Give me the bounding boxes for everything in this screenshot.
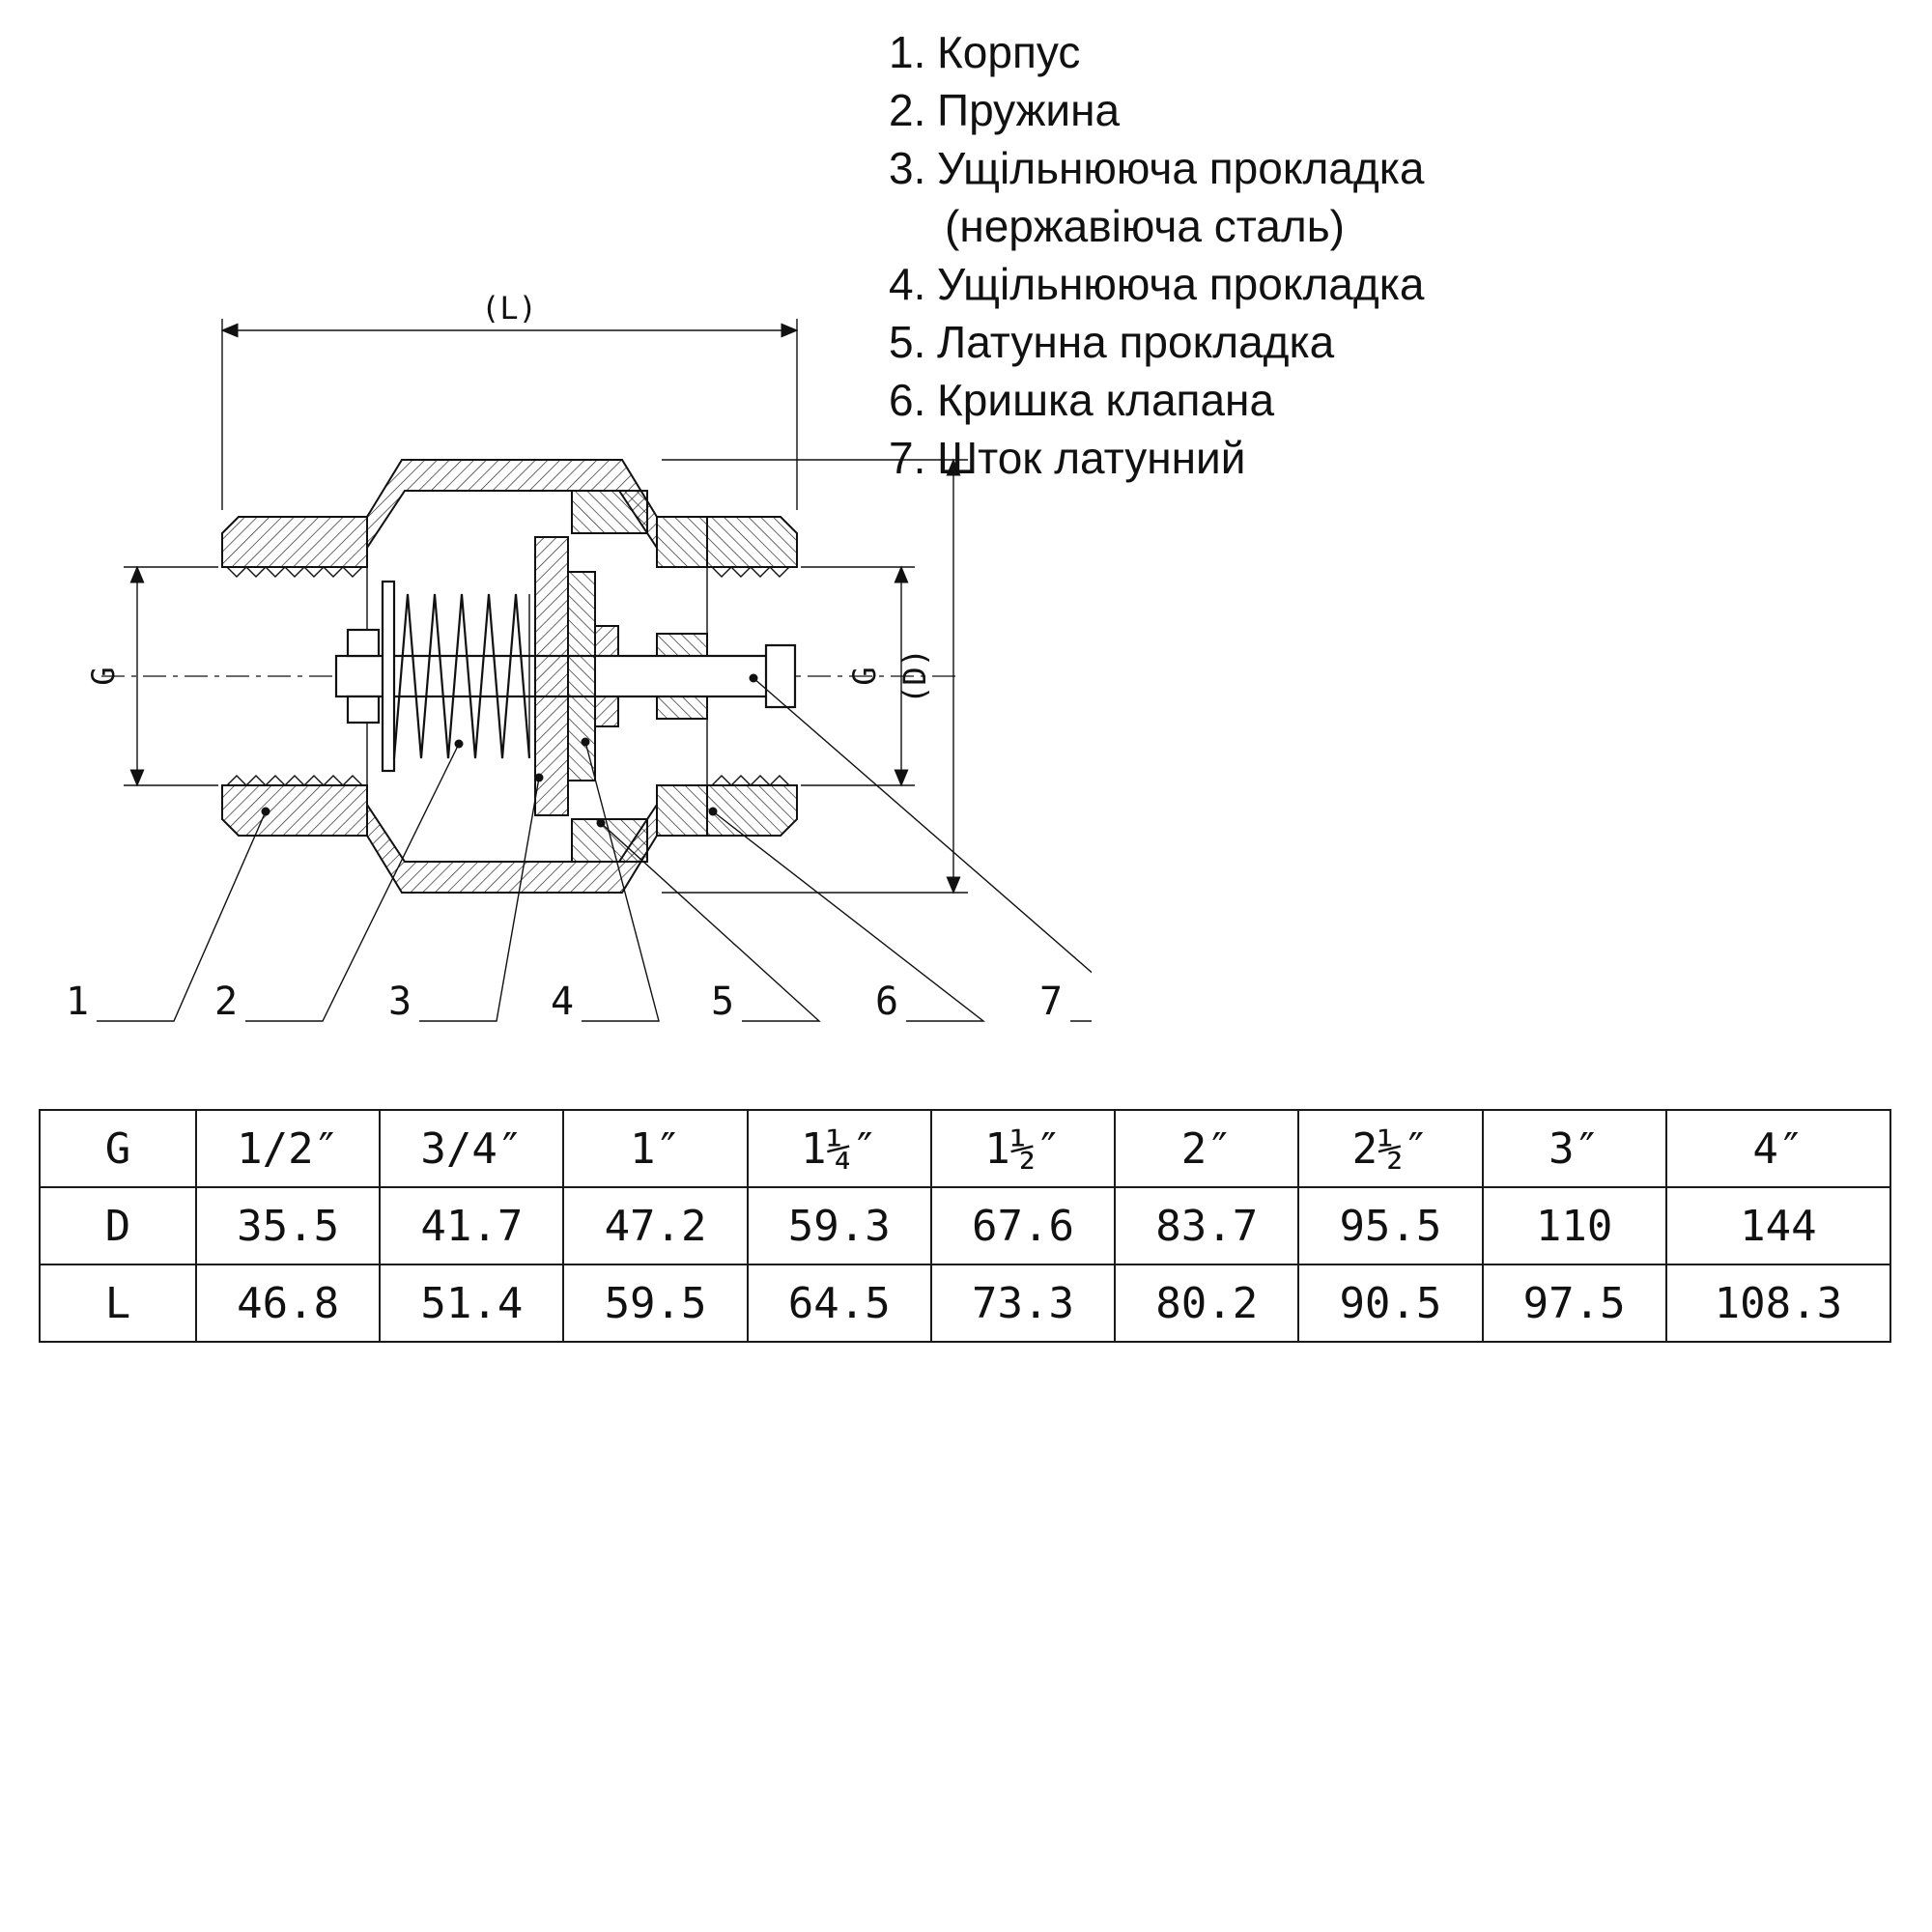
dimensions-table: G 1/2″ 3/4″ 1″ 1¼″ 1½″ 2″ 2½″ 3″ 4″ D 35… [39,1109,1892,1343]
thread-profile [226,775,363,786]
valve-body-left-socket [221,516,368,837]
dim-G-right-label: G [846,667,883,685]
part-label: Шток латунний [937,433,1246,483]
part-item: 6.Кришка клапана [889,371,1424,429]
thread-profile [226,566,363,578]
table-cell: 64.5 [746,1264,932,1343]
callout-number: 2 [214,980,238,1024]
table-cell: 51.4 [379,1264,565,1343]
table-row-header: G [39,1109,197,1188]
table-cell: 97.5 [1481,1264,1667,1343]
table-cell: 67.6 [929,1186,1117,1265]
callout-number: 7 [1039,980,1063,1024]
table-cell: 3/4″ [379,1109,565,1188]
callout-1: 1 [66,807,270,1024]
seal-gasket [567,571,596,781]
table-cell: 3″ [1481,1109,1667,1188]
part-label-note: (нержавіюча сталь) [945,201,1345,251]
spring-seat-washer [381,580,396,773]
dimension-L: (L) [220,290,799,510]
callout-3: 3 [388,773,544,1024]
callout-7: 7 [749,673,1092,1024]
table-row-header: D [39,1186,197,1265]
table-cell: 73.3 [929,1264,1117,1343]
table-cell: 95.5 [1297,1186,1484,1265]
callout-number: 4 [551,980,574,1024]
table-cell: 108.3 [1664,1264,1892,1343]
part-label: Корпус [937,27,1081,77]
part-item: 2.Пружина [889,81,1424,139]
brass-washer [594,696,619,727]
stem-guide [656,695,708,720]
part-label: Кришка клапана [937,375,1275,425]
dimension-G-left: G [85,565,218,787]
callout-2: 2 [214,739,464,1024]
table-row-L: L 46.8 51.4 59.5 64.5 73.3 80.2 90.5 97.… [39,1264,1892,1343]
spring [392,593,531,759]
callout-6: 6 [708,807,986,1024]
dim-G-left-label: G [85,667,122,685]
table-cell: 59.5 [562,1264,749,1343]
table-cell: 59.3 [746,1186,932,1265]
callout-number: 3 [388,980,412,1024]
callout-number: 5 [711,980,734,1024]
table-cell: 46.8 [194,1264,382,1343]
part-item: 5.Латунна прокладка [889,313,1424,371]
part-number: 6. [889,375,926,425]
table-cell: 4″ [1664,1109,1892,1188]
table-cell: 2½″ [1297,1109,1484,1188]
dimension-G-right: G [801,565,915,787]
parts-list: 1.Корпус 2.Пружина 3.Ущільнююча прокладк… [889,23,1424,487]
table-cell: 83.7 [1114,1186,1300,1265]
part-label: Ущільнююча прокладка [937,259,1425,309]
part-number: 5. [889,317,926,367]
seat-guide [571,490,648,534]
callout-4: 4 [551,737,660,1024]
part-number: 4. [889,259,926,309]
part-label: Пружина [937,85,1121,135]
stem-guide [656,633,708,658]
part-label: Ущільнююча прокладка [937,143,1425,193]
part-label: Латунна прокладка [937,317,1335,367]
table-row-G: G 1/2″ 3/4″ 1″ 1¼″ 1½″ 2″ 2½″ 3″ 4″ [39,1109,1892,1188]
part-number: 7. [889,433,926,483]
table-cell: 1½″ [929,1109,1117,1188]
part-item: 7.Шток латунний [889,429,1424,487]
table-cell: 35.5 [194,1186,382,1265]
thread-profile [711,775,790,786]
callout-number: 6 [875,980,898,1024]
valve-disc-assembly [534,536,619,816]
table-row-D: D 35.5 41.7 47.2 59.3 67.6 83.7 95.5 110… [39,1186,1892,1265]
part-number: 3. [889,143,926,193]
part-number: 2. [889,85,926,135]
thread-profile [711,566,790,578]
part-number: 1. [889,27,926,77]
table-cell: 90.5 [1297,1264,1484,1343]
valve-cover-right [571,490,798,863]
callout-5: 5 [596,818,821,1024]
table-cell: 2″ [1114,1109,1300,1188]
table-cell: 47.2 [562,1186,749,1265]
table-cell: 110 [1481,1186,1667,1265]
seal-plate-steel [534,536,569,816]
table-cell: 144 [1664,1186,1892,1265]
table-cell: 1/2″ [194,1109,382,1188]
brass-washer [594,625,619,657]
part-item: 4.Ущільнююча прокладка [889,255,1424,313]
part-item: 3.Ущільнююча прокладка (нержавіюча сталь… [889,139,1424,255]
dim-L-label: (L) [481,290,537,327]
valve-cross-section-drawing: (L) (D) G G 1 2 3 4 [66,290,1092,1024]
table-cell: 80.2 [1114,1264,1300,1343]
table-cell: 41.7 [379,1186,565,1265]
table-cell: 1″ [562,1109,749,1188]
table-cell: 1¼″ [746,1109,932,1188]
table-row-header: L [39,1264,197,1343]
callout-number: 1 [66,980,89,1024]
part-item: 1.Корпус [889,23,1424,81]
